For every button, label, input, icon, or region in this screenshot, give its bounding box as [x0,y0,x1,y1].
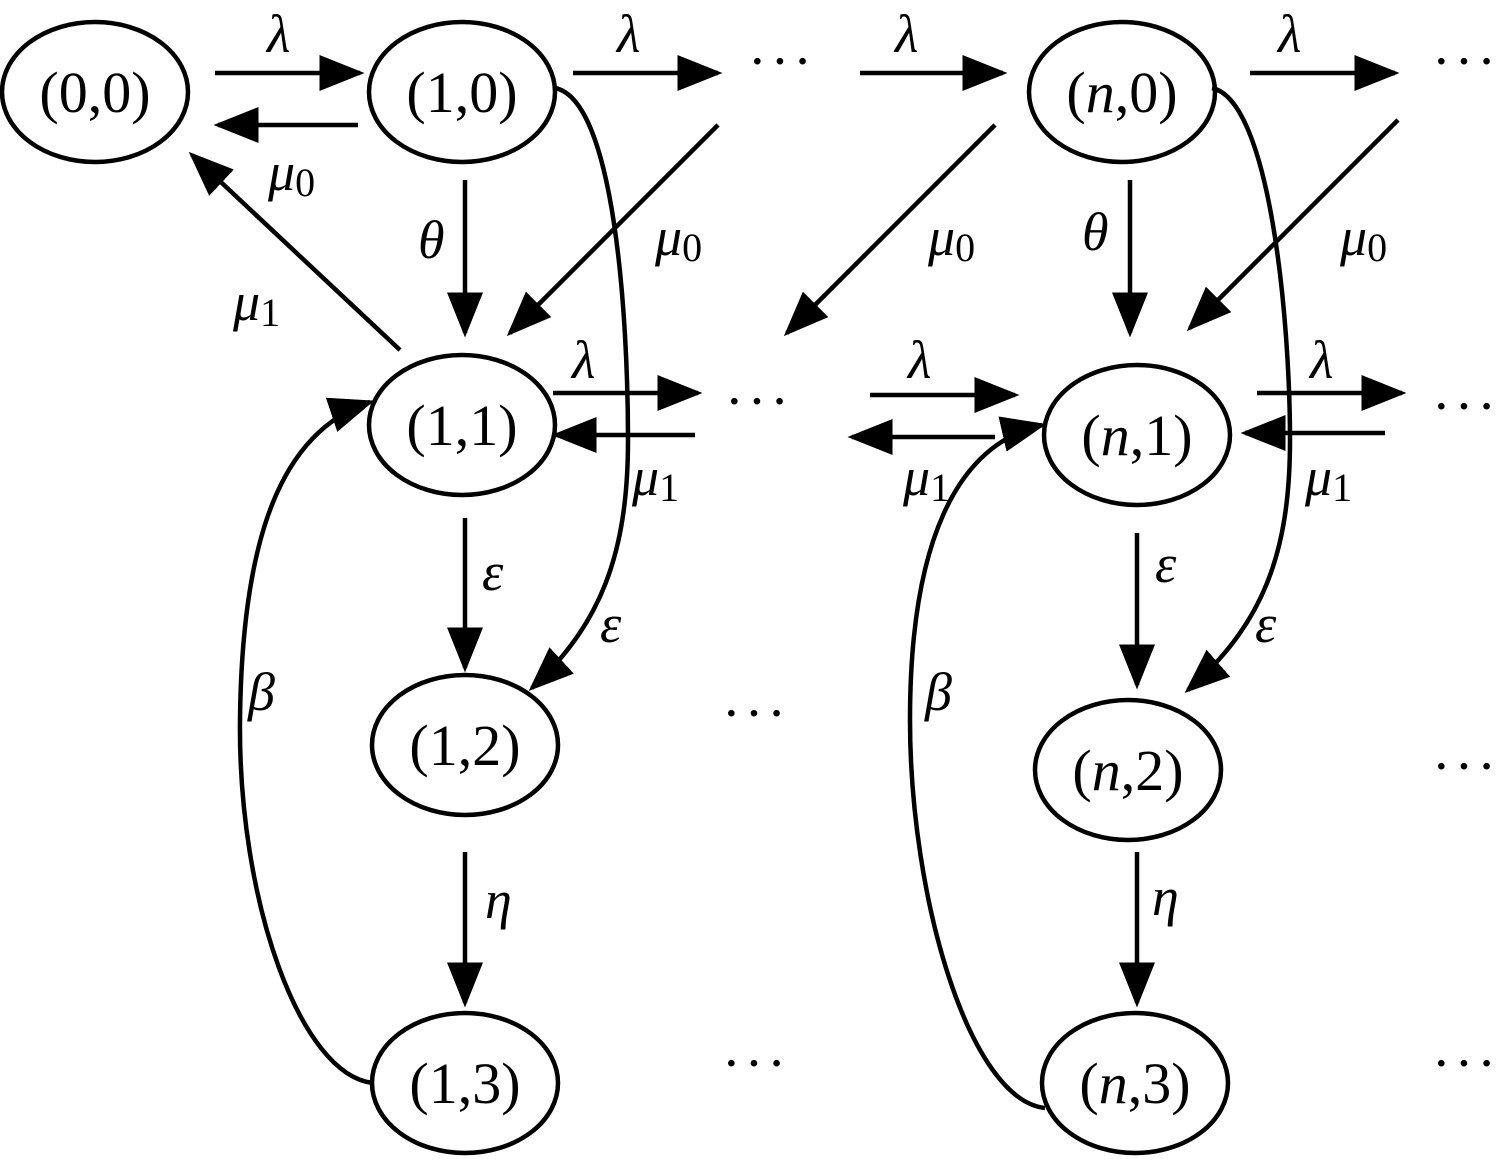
svg-text:(1,2): (1,2) [409,713,520,778]
label-beta-n: β [924,662,952,722]
label-eps-11-12: ε [482,542,504,602]
label-mu1-11-00: μ1 [232,272,280,335]
state-1-2: (1,2) [369,672,561,818]
label-eta-1: η [485,870,512,930]
svg-text:(n,1): (n,1) [1081,403,1192,468]
svg-text:(1,0): (1,0) [406,60,517,125]
label-lambda-11-next: λ [570,330,595,390]
svg-text:(1,1): (1,1) [406,393,517,458]
state-n-1: (n,1) [1041,362,1233,508]
label-mu0-next-11: μ0 [654,207,702,270]
label-theta-1: θ [418,210,445,270]
ellipsis-row1-mid: ··· [725,371,793,433]
edge-next-to-n1-mu0 [1186,118,1400,332]
state-n-3: (n,3) [1039,1010,1231,1156]
label-eps-n1-n2: ε [1155,534,1177,594]
svg-text:(1,3): (1,3) [409,1051,520,1116]
svg-text:(n,2): (n,2) [1072,738,1183,803]
label-lambda-n1-next: λ [1308,330,1333,390]
state-0-0: (0,0) [0,19,191,165]
label-lambda-00-10: λ [265,4,290,64]
state-1-1: (1,1) [366,352,558,498]
ellipsis-row1-right: ··· [1432,376,1500,438]
label-eps-n0-n2: ε [1255,594,1277,654]
state-1-3: (1,3) [369,1010,561,1156]
ellipsis-row3-mid: ··· [722,1033,790,1095]
label-mu0-n0-prev: μ0 [927,207,975,270]
ellipsis-row2-right: ··· [1432,736,1500,798]
label-lambda-prev-n0: λ [893,4,918,64]
ellipsis-top-mid: ··· [748,31,816,93]
edge-n0-to-n2-eps-curve [1184,85,1293,693]
label-beta-1: β [247,662,275,722]
svg-text:(n,0): (n,0) [1066,60,1177,125]
label-eta-n: η [1152,867,1179,927]
label-lambda-prev-n1: λ [906,330,931,390]
svg-text:(n,3): (n,3) [1079,1051,1190,1116]
ellipsis-top-right: ··· [1432,31,1500,93]
state-1-0: (1,0) [366,19,558,165]
label-mu1-next-11: μ1 [631,447,679,510]
ellipsis-row2-mid: ··· [722,683,790,745]
label-mu1-n1-prev: μ1 [902,447,950,510]
label-theta-n: θ [1082,202,1109,262]
state-n-0: (n,0) [1026,19,1218,165]
ellipsis-row3-right: ··· [1432,1033,1500,1095]
label-mu1-next-n1: μ1 [1304,447,1352,510]
edge-n0-to-prev-mu0 [783,123,997,337]
label-mu0-10-00: μ0 [267,142,315,205]
state-n-2: (n,2) [1032,697,1224,843]
label-eps-10-12: ε [600,594,622,654]
label-lambda-10-next: λ [615,4,640,64]
svg-text:(0,0): (0,0) [39,60,150,125]
label-lambda-n0-next: λ [1276,4,1301,64]
edge-13-to-11-beta-curve [237,397,375,1086]
edge-10-to-12-eps-curve [528,85,631,692]
edge-n3-to-n1-beta-curve [907,416,1047,1111]
label-mu0-next-n1: μ0 [1339,207,1387,270]
edge-11-to-00-mu1 [188,151,402,352]
